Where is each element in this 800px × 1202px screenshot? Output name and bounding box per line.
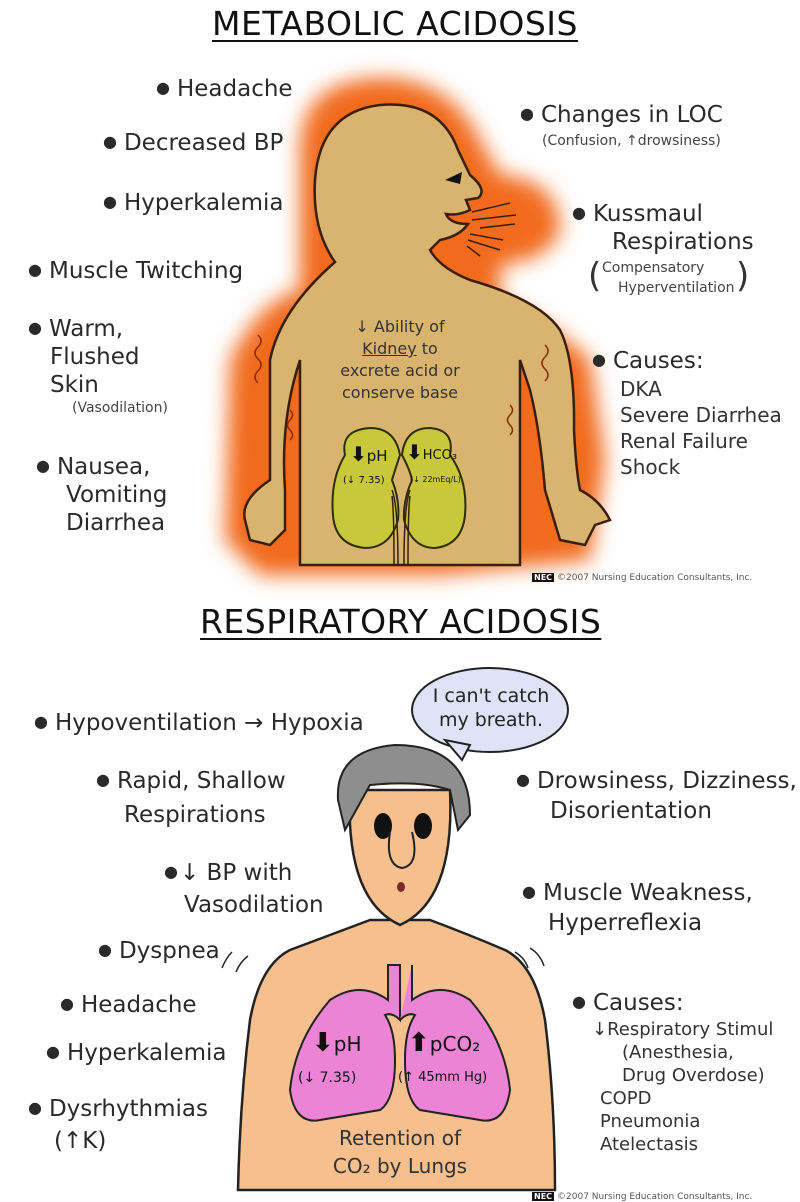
compensatory-note: Compensatory bbox=[602, 260, 705, 276]
lung-ph: ⬇pH bbox=[312, 1028, 362, 1058]
hyperventilation-note: Hyperventilation bbox=[618, 280, 735, 296]
symptom-headache-resp: ●Headache bbox=[60, 992, 197, 1018]
speech-bubble-text: I can't catch my breath. bbox=[432, 685, 550, 731]
symptom-hypoventilation-hypoxia: ●Hypoventilation → Hypoxia bbox=[34, 710, 364, 736]
symptom-hyperkalemia: ●Hyperkalemia bbox=[103, 190, 284, 216]
symptom-kussmaul: ●Kussmaul Respirations bbox=[572, 201, 754, 255]
vasodilation-note: (Vasodilation) bbox=[72, 400, 168, 416]
symptom-changes-in-loc: ●Changes in LOC bbox=[520, 102, 723, 128]
kidney-hco3: ⬇HCO₃ bbox=[406, 440, 458, 464]
symptom-rapid-shallow-respirations: ●Rapid, Shallow Respirations bbox=[96, 768, 286, 828]
respiratory-title: RESPIRATORY ACIDOSIS bbox=[200, 602, 602, 641]
loc-note: (Confusion, ↑drowsiness) bbox=[542, 133, 721, 149]
symptom-nausea-vomiting-diarrhea: ●Nausea, Vomiting Diarrhea bbox=[36, 454, 168, 536]
metabolic-figure bbox=[243, 103, 612, 567]
kidney-ability-text: ↓ Ability of Kidney to excrete acid or c… bbox=[340, 317, 460, 402]
respiratory-causes-label: ●Causes: bbox=[572, 990, 684, 1016]
respiratory-copyright: NEC©2007 Nursing Education Consultants, … bbox=[532, 1192, 753, 1202]
symptom-hyperkalemia-resp: ●Hyperkalemia bbox=[46, 1040, 227, 1066]
paren-left: ( bbox=[588, 256, 602, 296]
symptom-dyspnea: ●Dyspnea bbox=[98, 938, 220, 964]
metabolic-title: METABOLIC ACIDOSIS bbox=[212, 4, 578, 43]
symptom-decreased-bp-vasodilation: ●↓ BP with Vasodilation bbox=[164, 860, 324, 918]
symptom-warm-flushed-skin: ●Warm, Flushed Skin bbox=[28, 316, 140, 398]
lung-pco2-value: (↑ 45mm Hg) bbox=[398, 1070, 488, 1085]
kidney-hco3-value: (↓ 22mEq/L) bbox=[410, 475, 461, 484]
breath-arrows-icon bbox=[466, 202, 517, 257]
man-head bbox=[336, 743, 472, 927]
speech-bubble bbox=[411, 667, 569, 762]
lungs bbox=[288, 964, 512, 1122]
ureters bbox=[391, 489, 411, 566]
symptom-headache: ●Headache bbox=[156, 76, 293, 102]
eye-icon bbox=[445, 172, 462, 184]
metabolic-causes-list: DKA Severe Diarrhea Renal Failure Shock bbox=[620, 377, 782, 479]
kidneys bbox=[331, 426, 467, 550]
lung-ph-value: (↓ 7.35) bbox=[298, 1070, 357, 1086]
kidney-ph: ⬇pH bbox=[350, 442, 388, 466]
respiratory-causes-list: ↓Respiratory Stimul (Anesthesia, Drug Ov… bbox=[592, 1019, 774, 1155]
metabolic-causes-label: ●Causes: bbox=[592, 348, 704, 374]
paren-right: ) bbox=[736, 256, 750, 296]
lung-pco2: ⬆pCO₂ bbox=[408, 1028, 481, 1058]
symptom-decreased-bp: ●Decreased BP bbox=[103, 130, 284, 156]
symptom-muscle-weakness: ●Muscle Weakness, Hyperreflexia bbox=[522, 880, 753, 936]
symptom-muscle-twitching: ●Muscle Twitching bbox=[28, 258, 244, 284]
symptom-drowsiness-dizziness: ●Drowsiness, Dizziness, Disorientation bbox=[516, 768, 797, 824]
kidney-ph-value: (↓ 7.35) bbox=[343, 475, 385, 486]
symptom-dysrhythmias: ●Dysrhythmias (↑K) bbox=[28, 1096, 208, 1154]
respiratory-torso bbox=[236, 918, 557, 1192]
co2-retention-text: Retention of CO₂ by Lungs bbox=[332, 1126, 468, 1178]
metabolic-copyright: NEC©2007 Nursing Education Consultants, … bbox=[532, 573, 753, 583]
